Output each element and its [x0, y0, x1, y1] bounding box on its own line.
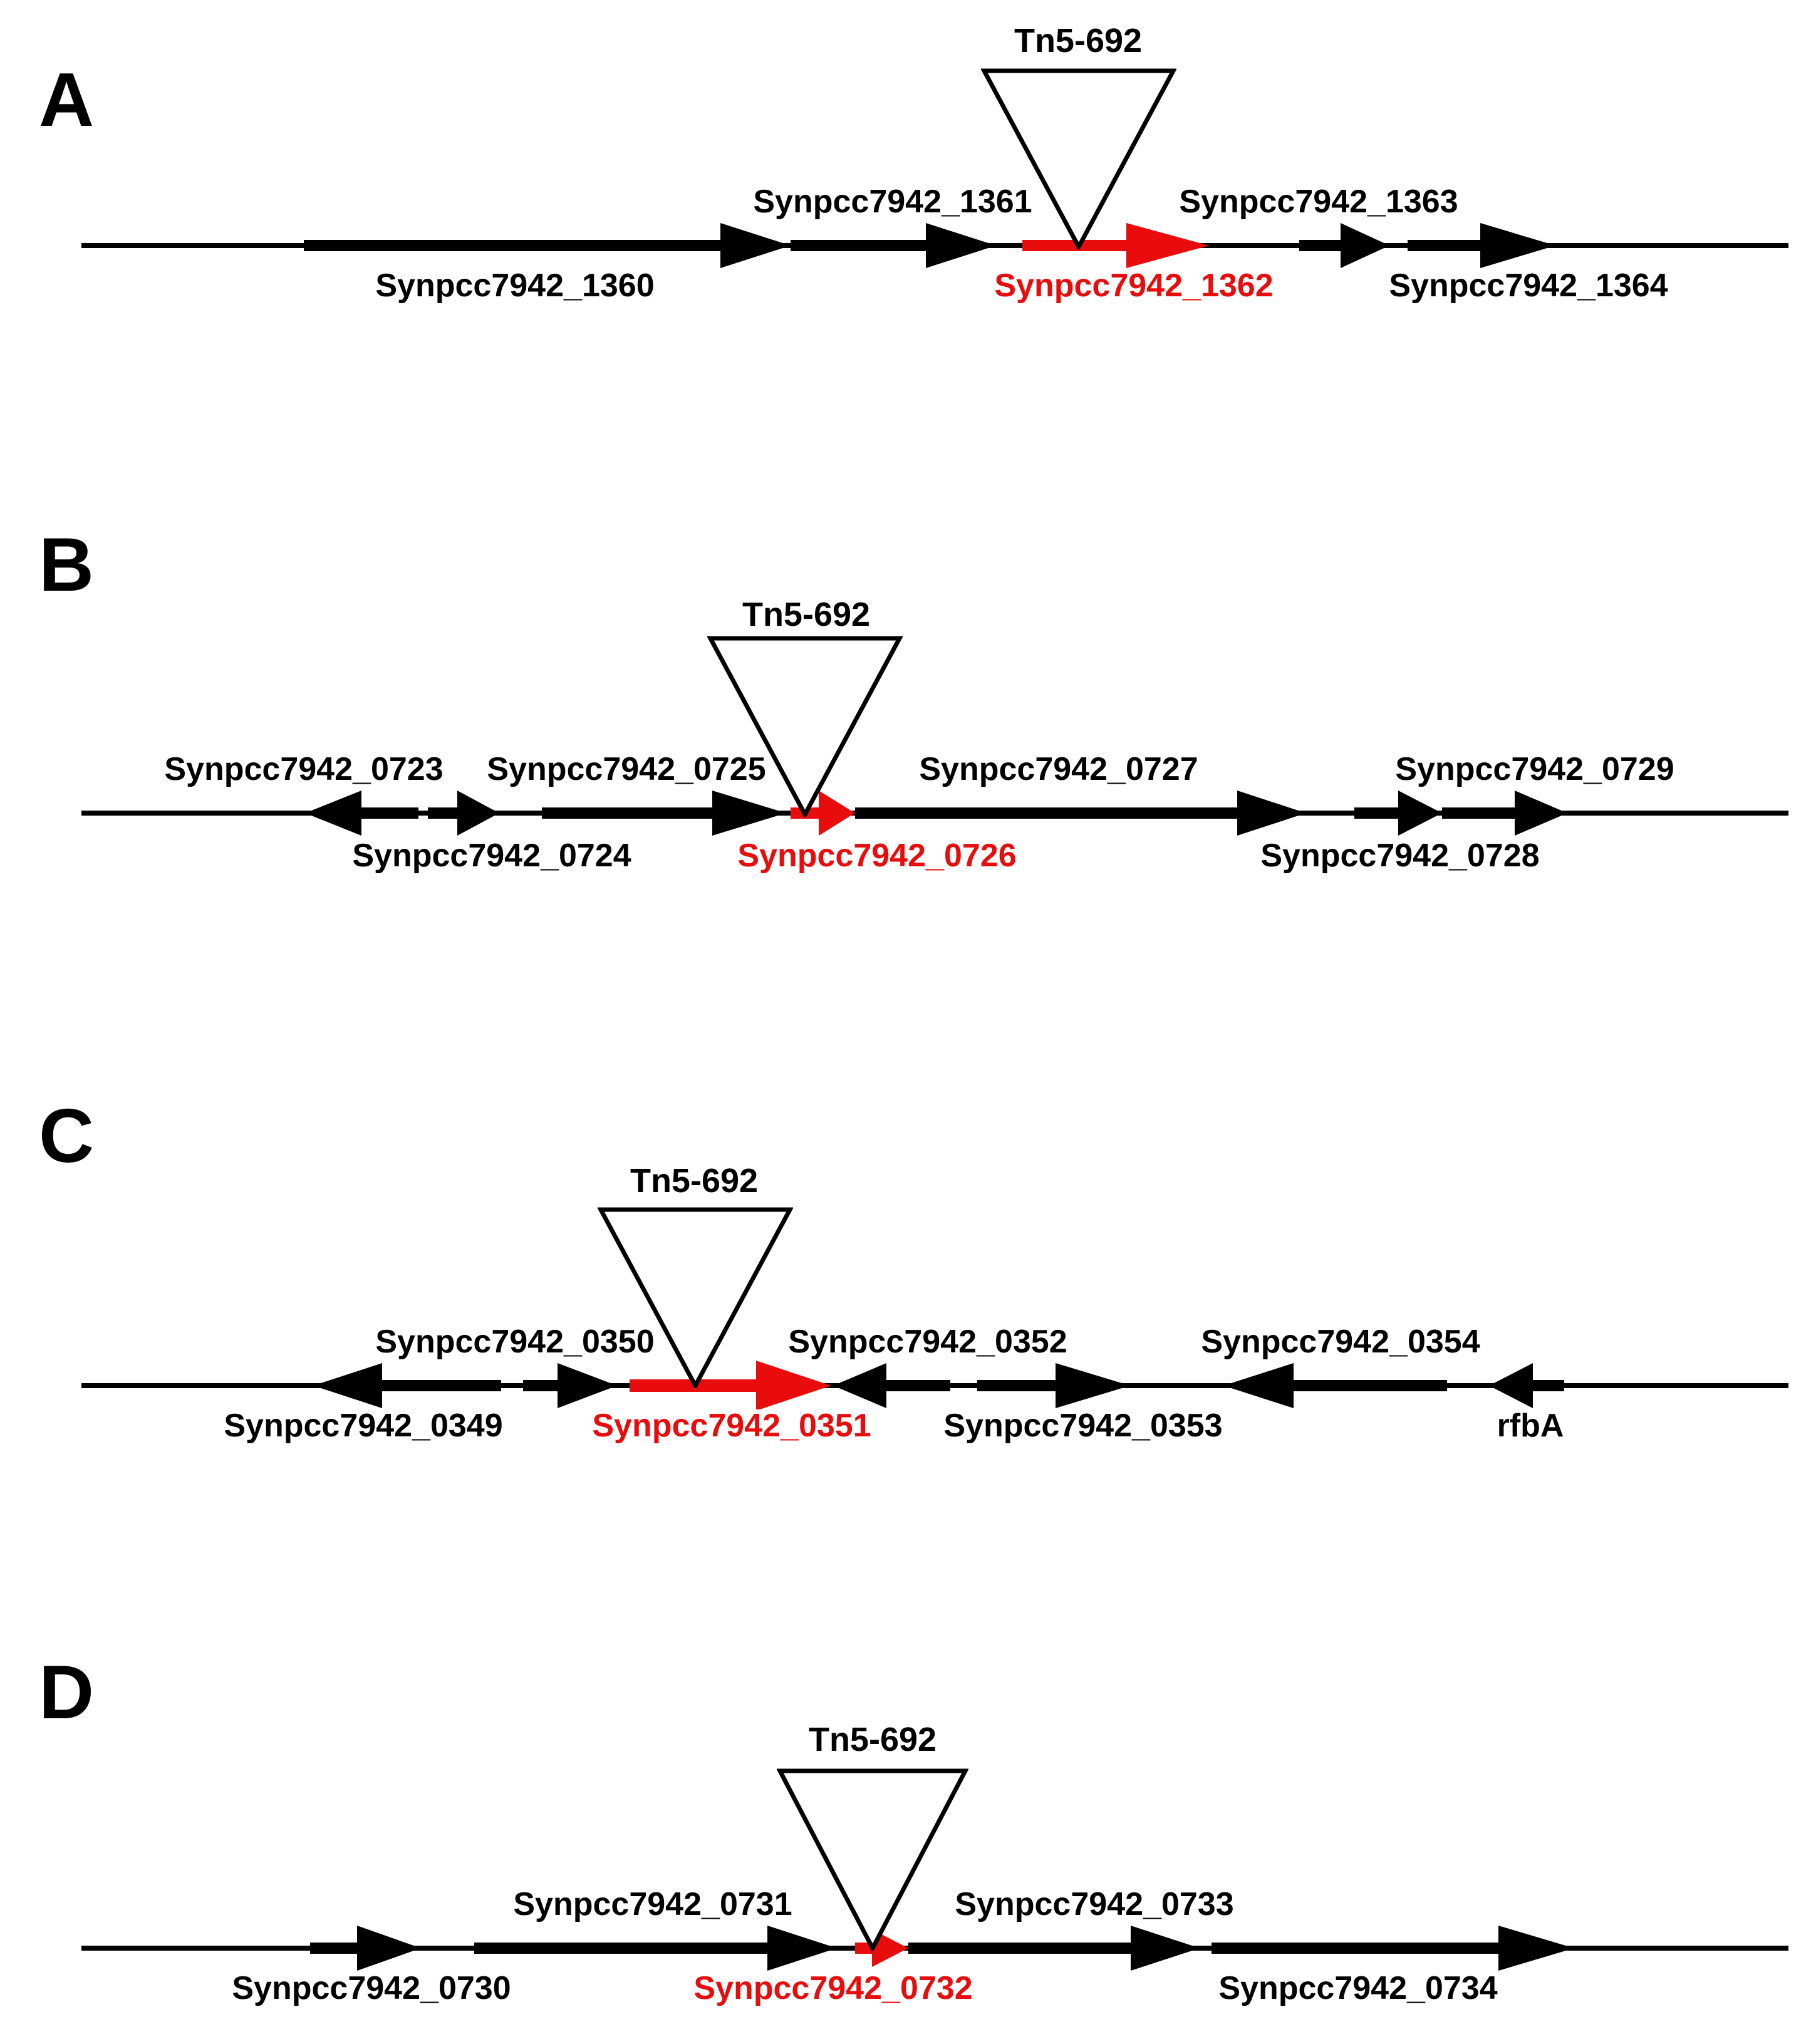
gene-synpcc7942-0734-body	[1212, 1943, 1498, 1954]
gene-synpcc7942-0734-arrowhead	[1498, 1926, 1574, 1971]
gene-label-synpcc7942-0351: Synpcc7942_0351	[588, 1409, 875, 1442]
gene-label-synpcc7942-1360: Synpcc7942_1360	[371, 269, 658, 302]
tn5-692-label: Tn5-692	[808, 1721, 937, 1758]
gene-label-synpcc7942-0353: Synpcc7942_0353	[940, 1409, 1227, 1442]
gene-label-synpcc7942-0349: Synpcc7942_0349	[220, 1409, 507, 1442]
panel-b-letter: B	[39, 522, 95, 607]
gene-label-synpcc7942-1364: Synpcc7942_1364	[1385, 269, 1672, 302]
gene-synpcc7942-0352-body	[886, 1380, 950, 1391]
gene-label-rfbA: rfbA	[1493, 1409, 1568, 1442]
gene-rfbA-body	[1533, 1380, 1564, 1391]
gene-synpcc7942-1362-arrowhead	[1126, 223, 1209, 268]
gene-synpcc7942-1360-body	[304, 240, 720, 251]
gene-synpcc7942-1363-body	[1299, 240, 1341, 251]
gene-synpcc7942-0349-body	[382, 1380, 501, 1391]
gene-synpcc7942-0733-body	[908, 1943, 1131, 1954]
gene-synpcc7942-0727-body	[855, 807, 1237, 819]
gene-synpcc7942-1360-arrowhead	[720, 223, 791, 268]
gene-synpcc7942-0354-arrowhead	[1223, 1363, 1294, 1408]
gene-synpcc7942-0730-body	[310, 1943, 357, 1954]
gene-synpcc7942-0351-arrowhead	[756, 1361, 831, 1411]
gene-label-synpcc7942-0724: Synpcc7942_0724	[348, 839, 635, 872]
gene-synpcc7942-1362-body	[1022, 240, 1126, 251]
gene-label-synpcc7942-0729: Synpcc7942_0729	[1391, 753, 1678, 786]
gene-synpcc7942-0351-body	[630, 1379, 756, 1392]
gene-label-synpcc7942-0734: Synpcc7942_0734	[1215, 1972, 1502, 2005]
gene-synpcc7942-0353-arrowhead	[1056, 1363, 1130, 1408]
panel-a-letter: A	[39, 57, 95, 142]
tn5-692-label: Tn5-692	[1014, 22, 1143, 60]
gene-label-synpcc7942-0354: Synpcc7942_0354	[1197, 1325, 1484, 1358]
gene-synpcc7942-0727-arrowhead	[1237, 791, 1306, 836]
gene-synpcc7942-0729-arrowhead	[1515, 791, 1567, 836]
gene-synpcc7942-0350-body	[523, 1380, 558, 1391]
gene-synpcc7942-0731-arrowhead	[767, 1926, 837, 1971]
gene-synpcc7942-0728-arrowhead	[1398, 791, 1442, 836]
gene-synpcc7942-0726-arrowhead	[819, 791, 855, 836]
gene-synpcc7942-1361-body	[791, 240, 926, 251]
gene-label-synpcc7942-0731: Synpcc7942_0731	[509, 1888, 796, 1921]
gene-synpcc7942-0723-arrowhead	[305, 791, 361, 836]
insertion-triangle-icon	[598, 1207, 793, 1388]
gene-label-synpcc7942-0725: Synpcc7942_0725	[483, 753, 770, 786]
gene-synpcc7942-0733-arrowhead	[1131, 1926, 1200, 1971]
gene-synpcc7942-0353-body	[977, 1380, 1056, 1391]
gene-label-synpcc7942-0726: Synpcc7942_0726	[734, 839, 1020, 872]
gene-synpcc7942-0732-body	[855, 1943, 872, 1954]
gene-label-synpcc7942-0352: Synpcc7942_0352	[784, 1325, 1071, 1358]
gene-synpcc7942-0354-body	[1294, 1380, 1447, 1391]
gene-synpcc7942-0352-arrowhead	[833, 1363, 886, 1408]
gene-synpcc7942-1364-body	[1408, 240, 1480, 251]
gene-synpcc7942-0725-body	[542, 807, 712, 819]
gene-label-synpcc7942-1362: Synpcc7942_1362	[990, 269, 1277, 302]
panel-d-letter: D	[39, 1649, 95, 1735]
gene-synpcc7942-1364-arrowhead	[1480, 223, 1555, 268]
insertion-triangle-icon	[981, 68, 1176, 249]
tn5-692-label: Tn5-692	[742, 596, 871, 633]
gene-synpcc7942-0723-body	[361, 807, 418, 819]
gene-synpcc7942-0731-body	[474, 1943, 767, 1954]
insertion-triangle-icon	[707, 636, 903, 817]
insertion-triangle-icon	[777, 1768, 968, 1951]
gene-synpcc7942-0724-body	[428, 807, 457, 819]
gene-label-synpcc7942-0727: Synpcc7942_0727	[915, 753, 1202, 786]
gene-synpcc7942-0728-body	[1354, 807, 1398, 819]
gene-synpcc7942-0725-arrowhead	[712, 791, 786, 836]
gene-label-synpcc7942-0350: Synpcc7942_0350	[371, 1325, 658, 1358]
gene-synpcc7942-1363-arrowhead	[1341, 223, 1389, 268]
gene-synpcc7942-0349-arrowhead	[313, 1363, 382, 1408]
gene-label-synpcc7942-0728: Synpcc7942_0728	[1257, 839, 1544, 872]
tn5-692-label: Tn5-692	[630, 1162, 759, 1200]
gene-label-synpcc7942-1363: Synpcc7942_1363	[1175, 185, 1462, 218]
gene-synpcc7942-0350-arrowhead	[558, 1363, 617, 1408]
gene-synpcc7942-1361-arrowhead	[926, 223, 996, 268]
gene-label-synpcc7942-1361: Synpcc7942_1361	[749, 185, 1036, 218]
panel-c-letter: C	[39, 1093, 95, 1178]
gene-synpcc7942-0730-arrowhead	[357, 1926, 421, 1971]
gene-rfbA-arrowhead	[1489, 1363, 1533, 1408]
gene-label-synpcc7942-0730: Synpcc7942_0730	[228, 1972, 515, 2005]
gene-label-synpcc7942-0732: Synpcc7942_0732	[690, 1972, 977, 2005]
gene-synpcc7942-0724-arrowhead	[457, 791, 499, 836]
gene-synpcc7942-0729-body	[1442, 807, 1515, 819]
gene-label-synpcc7942-0723: Synpcc7942_0723	[160, 753, 447, 786]
gene-label-synpcc7942-0733: Synpcc7942_0733	[951, 1888, 1238, 1921]
